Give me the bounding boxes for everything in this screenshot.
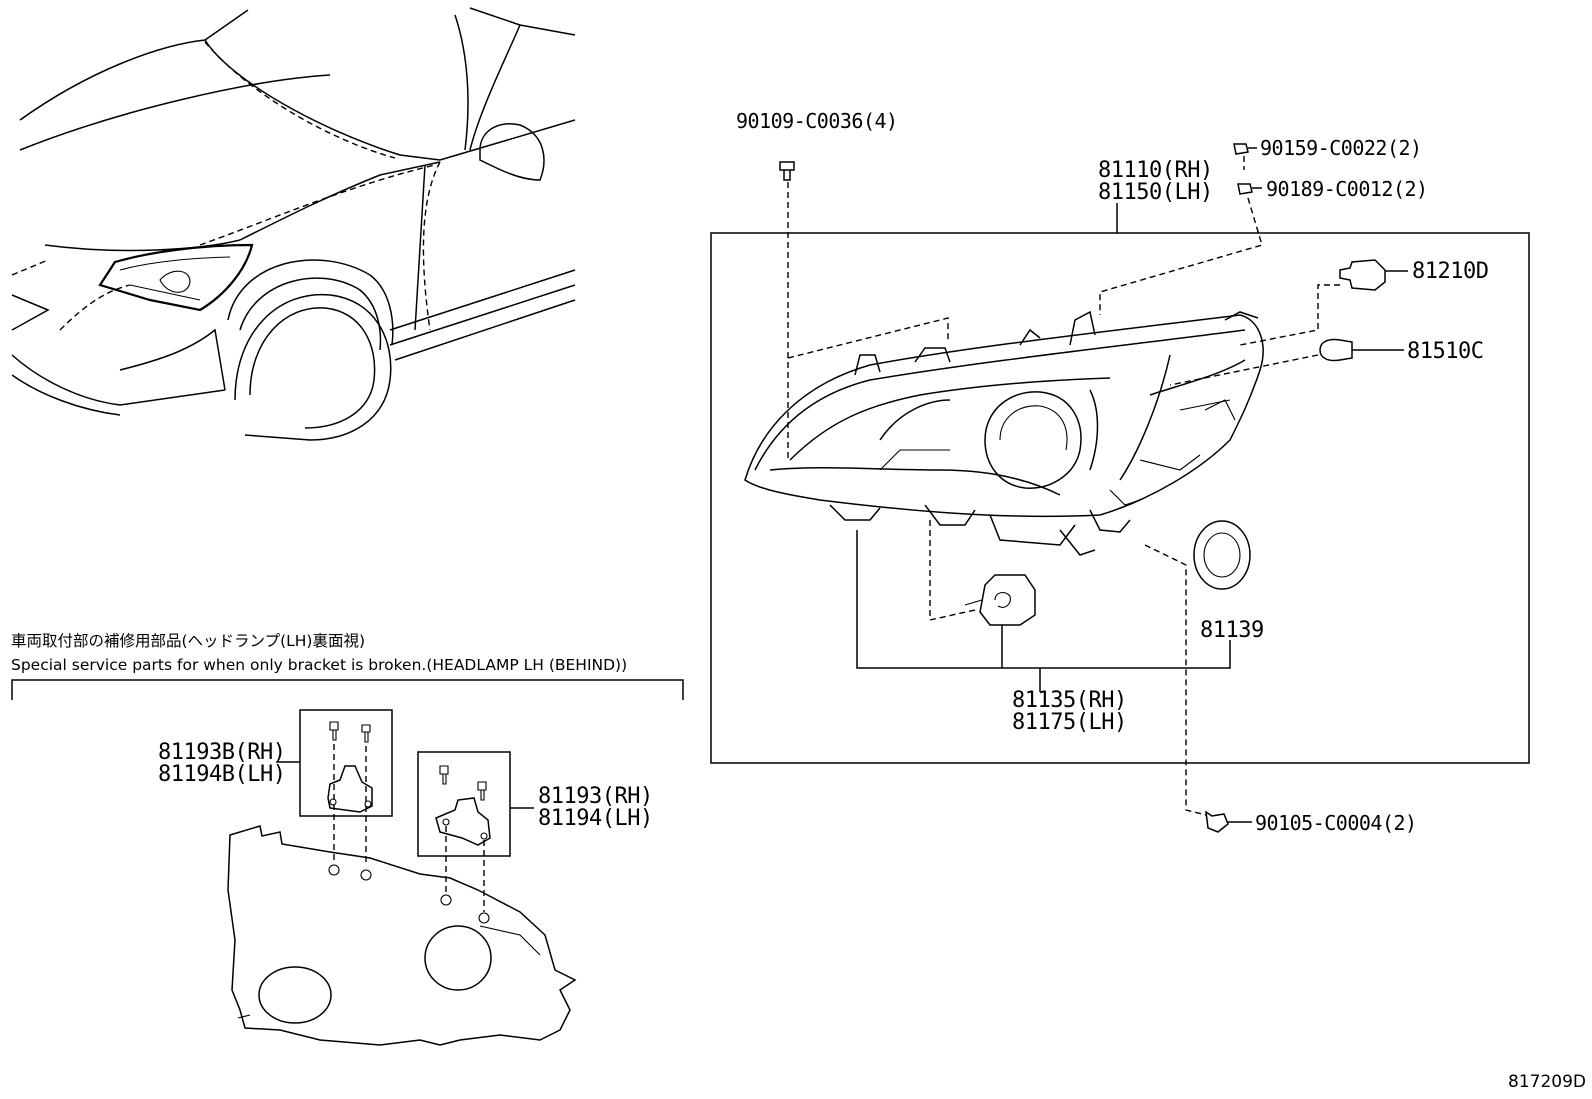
bracket-81193-illustration [435,765,491,846]
assembly-frame [710,232,1530,764]
car-front-illustration [11,7,576,441]
clip-90159-illustration [1233,143,1257,155]
label-81139: 81139 [1200,618,1264,643]
label-81110-rh: 81110(RH) [1098,158,1213,183]
label-81150-lh: 81150(LH) [1098,180,1213,205]
label-81194-lh: 81194(LH) [538,806,653,831]
box-81193b [299,709,393,817]
clip-90189-illustration [1237,183,1262,195]
bracket-81193b-illustration [327,721,373,813]
box-81193 [417,751,511,857]
cap-81139-illustration [1193,520,1251,590]
label-81175-lh: 81175(LH) [1012,710,1127,735]
label-81194b-lh: 81194B(LH) [158,762,286,787]
label-81510c: 81510C [1407,339,1484,364]
label-81210d: 81210D [1412,259,1489,284]
label-90105-c0004: 90105-C0004(2) [1255,811,1417,835]
bolt-90105-illustration [1205,810,1252,833]
label-81135-rh: 81135(RH) [1012,688,1127,713]
service-section-bracket [11,679,684,700]
label-90109-c0036: 90109-C0036(4) [736,109,898,133]
headlamp-back-view [227,825,577,1046]
label-90159-c0022: 90159-C0022(2) [1260,136,1422,160]
label-81193-rh: 81193(RH) [538,784,653,809]
label-81193b-rh: 81193B(RH) [158,740,286,765]
figure-code: 817209D [1508,1072,1586,1092]
label-90189-c0012: 90189-C0012(2) [1266,177,1428,201]
bulb-81510c-illustration [1319,338,1404,362]
bolt-90109-illustration [779,161,795,181]
service-note-jp: 車両取付部の補修用部品(ヘッドランプ(LH)裏面視) [11,632,366,650]
service-note-en: Special service parts for when only brac… [11,656,628,674]
headlamp-assembly [744,310,1264,556]
bulb-81210d-illustration [1339,259,1408,291]
actuator-illustration [964,574,1036,626]
